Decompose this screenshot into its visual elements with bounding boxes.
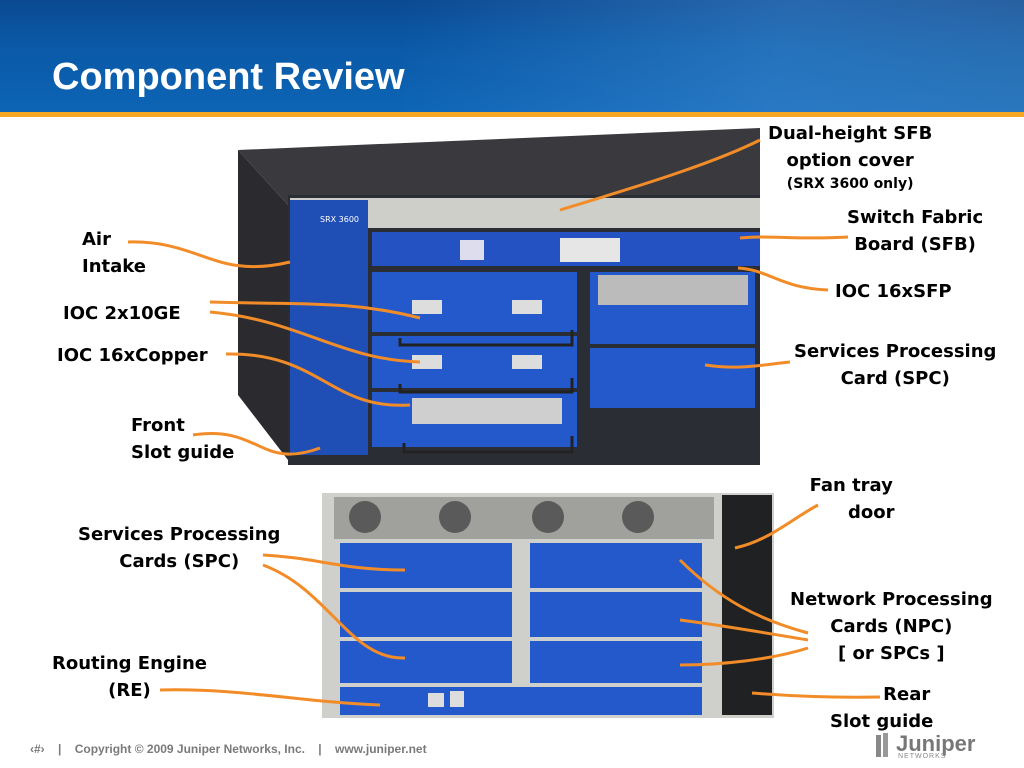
slide-title: Component Review (52, 56, 405, 98)
label-network-processing-cards: Network Processing Cards (NPC) [ or SPCs… (790, 589, 993, 664)
ioc-2x10ge-slot-1 (372, 272, 577, 332)
front-left-panel (290, 200, 368, 455)
arrow-rear-slot-guide (751, 691, 881, 699)
label-ioc-16xsfp: IOC 16xSFP (835, 281, 952, 302)
arrow-spc-rear-2 (262, 563, 406, 660)
slide-footer: ‹#› | Copyright © 2009 Juniper Networks,… (30, 742, 437, 756)
rear-npc-1 (530, 543, 702, 588)
front-chassis: SRX 3600 (238, 128, 760, 465)
juniper-logo-icon (876, 733, 888, 757)
rear-spc-1 (340, 543, 512, 588)
label-ioc-2x10ge: IOC 2x10GE (63, 303, 181, 324)
power-supplies (334, 497, 714, 539)
label-dual-height-sfb: Dual-height SFB option cover (SRX 3600 o… (768, 123, 933, 192)
arrow-routing-engine (159, 688, 381, 707)
arrow-fan-tray (734, 503, 819, 550)
header-accent-line (0, 112, 1024, 117)
label-fan-tray-door: Fan tray door (809, 475, 895, 523)
slide-header (0, 0, 1024, 112)
arrow-sfb (739, 235, 849, 240)
arrow-air-intake (127, 240, 291, 269)
arrow-dual-height (559, 138, 761, 212)
label-services-processing-cards: Services Processing Cards (SPC) (78, 524, 281, 572)
label-routing-engine: Routing Engine (RE) (52, 653, 207, 701)
rear-npc-3 (530, 641, 702, 683)
spc-slot (590, 348, 755, 408)
label-services-processing-card: Services Processing Card (SPC) (794, 341, 997, 389)
page-number: ‹#› (30, 742, 45, 756)
footer-separator: | (318, 742, 322, 756)
arrow-ioc-16xcopper (225, 352, 411, 407)
label-ioc-16xcopper: IOC 16xCopper (57, 345, 208, 366)
label-switch-fabric-board: Switch Fabric Board (SFB) (847, 207, 984, 255)
arrow-npc-1 (678, 558, 809, 635)
footer-website[interactable]: www.juniper.net (335, 742, 427, 756)
arrow-ioc-16xsfp (737, 266, 829, 292)
footer-separator: | (58, 742, 62, 756)
arrow-front-slot-guide (192, 432, 321, 456)
arrow-ioc-2x10ge-1 (209, 300, 421, 320)
juniper-logo: Juniper NETWORKS (874, 731, 982, 761)
rear-spc-2 (340, 592, 512, 637)
arrow-ioc-2x10ge-2 (209, 310, 421, 364)
rear-npc-2 (530, 592, 702, 637)
arrow-spc-rear-1 (262, 553, 406, 572)
routing-engine-slot (340, 687, 702, 715)
label-front-slot-guide: Front Slot guide (131, 415, 235, 463)
arrow-npc-3 (679, 646, 809, 667)
arrow-spc-front (704, 360, 791, 369)
header-wave-decoration (404, 0, 1024, 112)
pointer-arrows (127, 138, 881, 707)
label-air-intake: Air Intake (82, 229, 146, 277)
device-model-text: SRX 3600 (320, 215, 359, 224)
label-rear-slot-guide: Rear Slot guide (830, 684, 934, 732)
arrow-npc-2 (679, 618, 809, 642)
fan-tray-door (722, 495, 772, 715)
rear-chassis (322, 493, 774, 718)
footer-copyright: Copyright © 2009 Juniper Networks, Inc. (74, 742, 305, 756)
